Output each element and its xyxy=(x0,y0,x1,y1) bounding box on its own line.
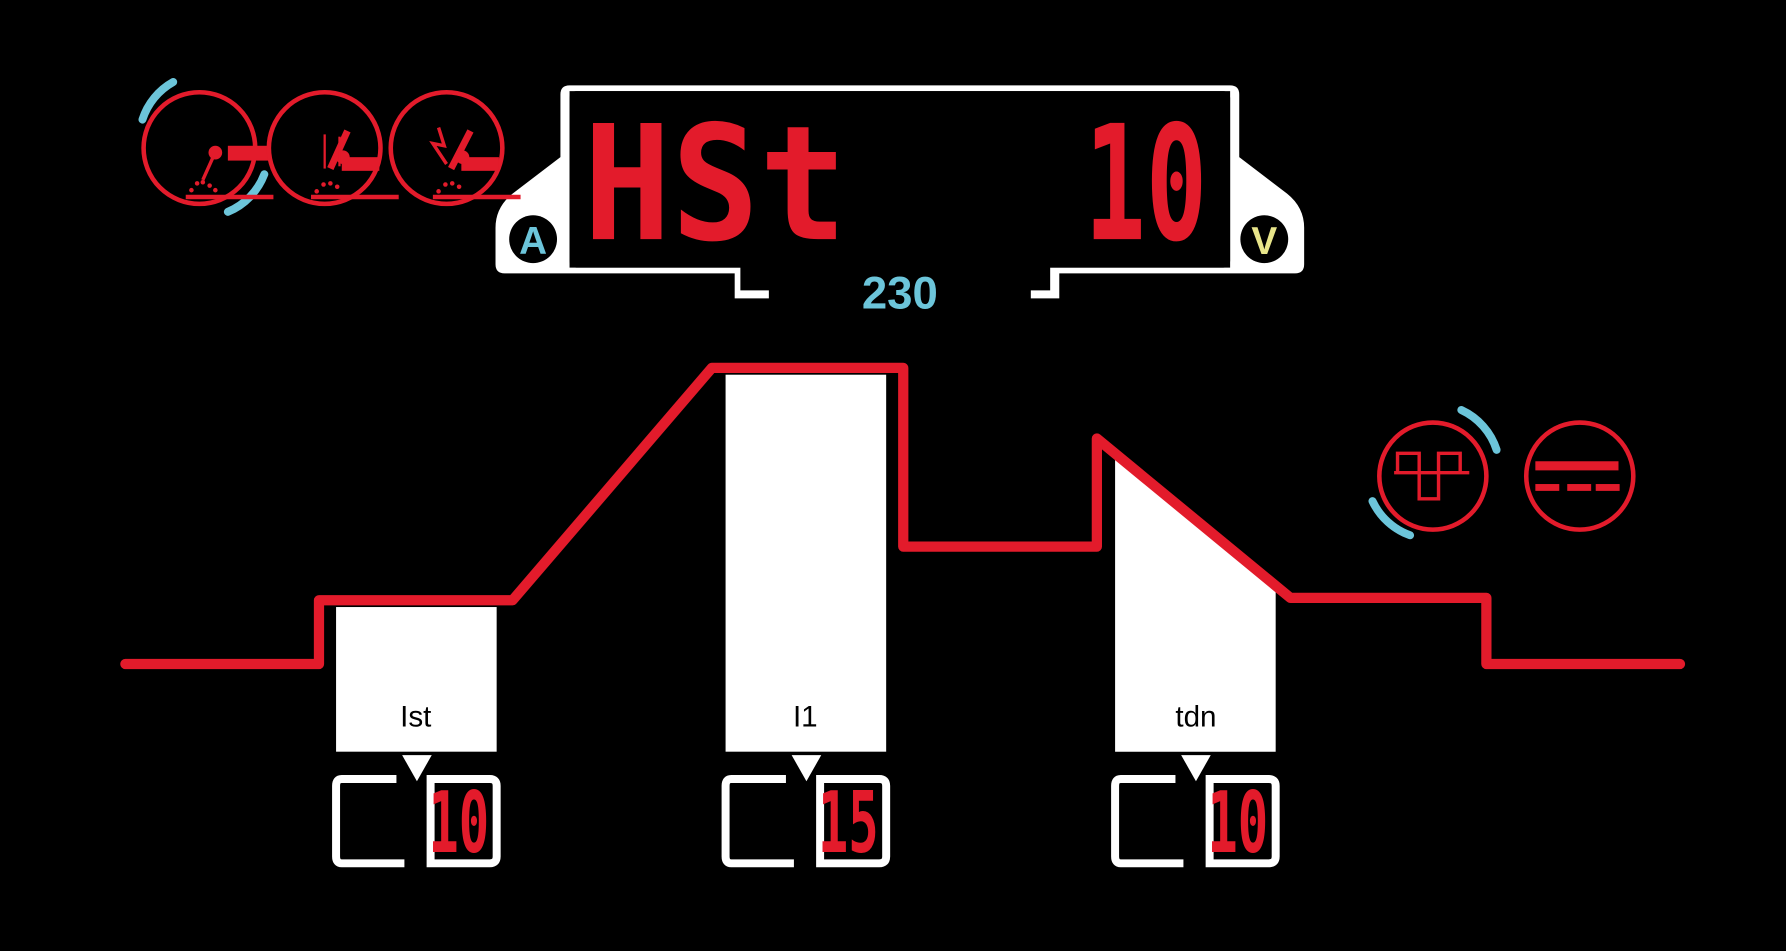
value-box-i1: 15 xyxy=(721,755,891,873)
tdn-label: tdn xyxy=(1175,701,1216,734)
mma-mode-button[interactable] xyxy=(141,89,274,207)
param-i1[interactable]: I1 xyxy=(725,374,887,752)
dc-mode-button[interactable] xyxy=(1523,420,1636,532)
value-box-tdn: 10 xyxy=(1111,755,1280,873)
dc-icon[interactable] xyxy=(1523,420,1636,532)
tig-lift-icon[interactable] xyxy=(266,89,383,207)
value-box-ist: 10 xyxy=(332,755,501,873)
tig-hf-icon[interactable] xyxy=(388,89,505,207)
param-tdn[interactable]: tdn xyxy=(1115,453,1276,752)
left-readout: HSt xyxy=(583,92,847,278)
amp-unit-indicator xyxy=(509,215,558,264)
active-arc-icon xyxy=(138,78,178,124)
active-arc-icon xyxy=(1457,406,1501,454)
pulse-mode-button[interactable] xyxy=(1377,420,1489,532)
pointer-triangle-icon xyxy=(1181,755,1211,782)
tdn-bar[interactable] xyxy=(1115,453,1276,752)
pointer-triangle-icon xyxy=(402,755,432,782)
amp-unit-label: A xyxy=(519,220,547,263)
pulse-wave-icon[interactable] xyxy=(1377,420,1489,532)
i1-value: 15 xyxy=(818,774,879,872)
ist-value: 10 xyxy=(428,774,489,872)
tdn-value: 10 xyxy=(1207,774,1268,872)
i1-label: I1 xyxy=(793,701,818,734)
pointer-triangle-icon xyxy=(791,755,822,782)
display-screen xyxy=(569,91,1231,268)
hf-spark-icon xyxy=(429,127,448,165)
active-arc-icon xyxy=(1368,497,1415,540)
welding-waveform xyxy=(120,362,1686,670)
tig-lift-mode-button[interactable] xyxy=(266,89,399,207)
sub-readout: 230 xyxy=(862,268,938,319)
volt-unit-indicator xyxy=(1240,215,1289,264)
volt-unit-label: V xyxy=(1251,220,1277,263)
ist-bar[interactable] xyxy=(336,607,497,752)
process-mode-group xyxy=(138,78,521,216)
parameter-blocks: Ist I1 tdn xyxy=(336,374,1276,752)
ist-label: Ist xyxy=(400,701,432,734)
output-mode-group xyxy=(1368,406,1636,540)
param-ist[interactable]: Ist xyxy=(336,607,497,752)
right-readout: 10 xyxy=(1084,91,1207,277)
tig-hf-mode-button[interactable] xyxy=(388,89,521,207)
main-display: HSt 10 A V 230 xyxy=(495,85,1305,319)
i1-bar[interactable] xyxy=(725,374,887,752)
